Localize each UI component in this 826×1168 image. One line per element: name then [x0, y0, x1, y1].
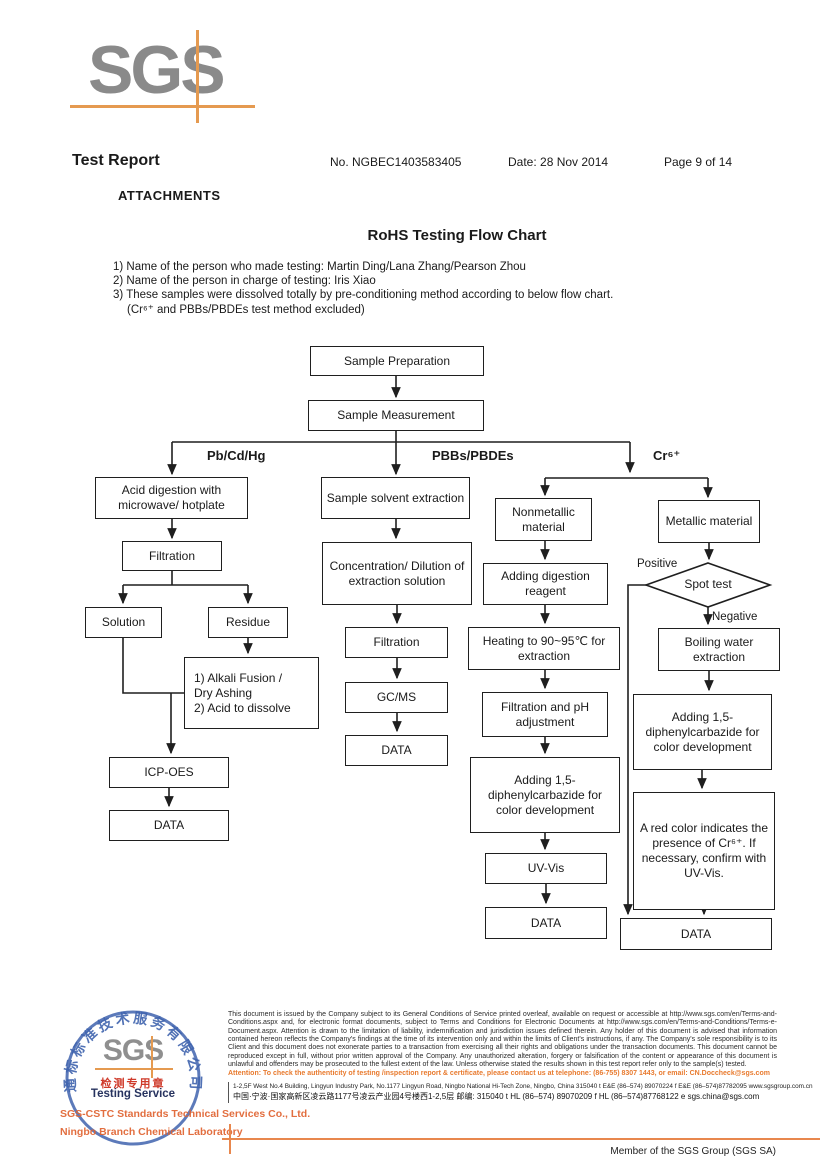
node-red-color-note: A red color indicates the presence of Cr…	[633, 792, 775, 910]
node-nonmetallic-material: Nonmetallic material	[495, 498, 592, 541]
node-adding-dpc-nonmetallic: Adding 1,5-diphenylcarbazide for color d…	[470, 757, 620, 833]
node-alkali-fusion: 1) Alkali Fusion / Dry Ashing 2) Acid to…	[184, 657, 319, 729]
report-number: No. NGBEC1403583405	[330, 155, 462, 169]
branch-label-cr6: Cr⁶⁺	[653, 448, 681, 463]
stamp-ring: 通标标准技术服务有限公司	[63, 1009, 201, 1146]
footer-rule	[222, 1138, 820, 1140]
spot-test-negative-label: Negative	[712, 611, 758, 623]
node-data-nonmetallic: DATA	[485, 907, 607, 939]
node-filtration-pbb: Filtration	[345, 627, 448, 658]
logo-underline	[70, 105, 255, 108]
member-line: Member of the SGS Group (SGS SA)	[610, 1146, 776, 1157]
note-2: 2) Name of the person in charge of testi…	[113, 275, 376, 287]
node-adding-dpc-metallic: Adding 1,5-diphenylcarbazide for color d…	[633, 694, 772, 770]
node-data-metallic: DATA	[620, 918, 772, 950]
node-filtration-pb: Filtration	[122, 541, 222, 571]
node-concentration-dilution: Concentration/ Dilution of extraction so…	[322, 542, 472, 605]
attachments-heading: ATTACHMENTS	[118, 188, 221, 203]
address-chinese: 中国·宁波·国家高新区凌云路1177号凌云产业园4号楼西1-2,5层 邮编: 3…	[233, 1091, 760, 1101]
node-sample-solvent-extraction: Sample solvent extraction	[321, 477, 470, 519]
testing-service-stamp: 通标标准技术服务有限公司 SGS 检测专用章 Testing Service	[63, 1008, 203, 1148]
node-spot-test: Spot test	[684, 577, 732, 591]
node-gc-ms: GC/MS	[345, 682, 448, 713]
page-number: Page 9 of 14	[664, 155, 733, 169]
footer-rule-tick	[229, 1124, 231, 1154]
spot-test-positive-label: Positive	[637, 558, 678, 570]
attention-note: Attention: To check the authenticity of …	[228, 1070, 770, 1078]
stamp-en-label: Testing Service	[90, 1088, 176, 1100]
node-data-pbb: DATA	[345, 735, 448, 766]
node-sample-preparation: Sample Preparation	[310, 346, 484, 376]
branch-label-pb-cd-hg: Pb/Cd/Hg	[207, 448, 266, 463]
node-adding-digestion-reagent: Adding digestion reagent	[483, 563, 608, 605]
node-residue: Residue	[208, 607, 288, 638]
legal-disclaimer: This document is issued by the Company s…	[228, 1011, 777, 1069]
node-acid-digestion: Acid digestion with microwave/ hotplate	[95, 477, 248, 519]
address-block: 1-2,5F West No.4 Building, Lingyun Indus…	[228, 1081, 813, 1103]
flow-chart-title: RoHS Testing Flow Chart	[367, 227, 547, 244]
company-branch-line: Ningbo Branch Chemical Laboratory	[60, 1126, 243, 1138]
logo-crossline	[196, 30, 199, 123]
node-data-pb: DATA	[109, 810, 229, 841]
footer-text-column: This document is issued by the Company s…	[228, 1011, 813, 1103]
stamp-logo-crossline	[151, 1036, 153, 1078]
node-boiling-water-extraction: Boiling water extraction	[658, 628, 780, 671]
company-name-line: SGS-CSTC Standards Technical Services Co…	[60, 1108, 311, 1120]
note-3b: (Cr⁶⁺ and PBBs/PBDEs test method exclude…	[127, 304, 365, 316]
address-english: 1-2,5F West No.4 Building, Lingyun Indus…	[233, 1082, 813, 1090]
node-heating: Heating to 90~95℃ for extraction	[468, 627, 620, 670]
node-metallic-material: Metallic material	[658, 500, 760, 543]
branch-label-pbbs-pbdes: PBBs/PBDEs	[432, 448, 514, 463]
note-1: 1) Name of the person who made testing: …	[113, 261, 526, 273]
stamp-sgs-logo: SGS	[102, 1034, 164, 1067]
report-date: Date: 28 Nov 2014	[508, 155, 609, 169]
stamp-logo-underline	[95, 1068, 173, 1070]
sgs-logo: SGS	[88, 32, 226, 108]
note-3: 3) These samples were dissolved totally …	[113, 289, 614, 301]
node-filtration-ph: Filtration and pH adjustment	[482, 692, 608, 737]
report-title: Test Report	[72, 152, 160, 169]
node-icp-oes: ICP-OES	[109, 757, 229, 788]
node-uv-vis: UV-Vis	[485, 853, 607, 884]
node-sample-measurement: Sample Measurement	[308, 400, 484, 431]
node-solution: Solution	[85, 607, 162, 638]
stamp-cn-label: 检测专用章	[100, 1078, 166, 1090]
